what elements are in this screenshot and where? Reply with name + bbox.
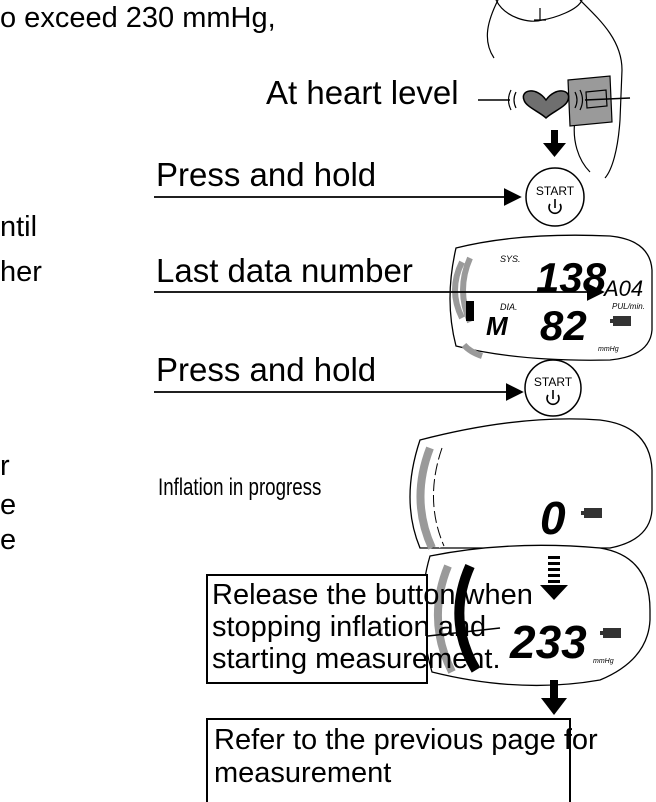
cuff-illustration [567, 75, 613, 127]
m-mark: M [486, 311, 509, 341]
inflation-label: Inflation in progress [158, 474, 322, 501]
power-icon-1 [548, 199, 562, 215]
cutoff-text-e2: e [0, 524, 17, 556]
release-callout-line-1: Release the button when [212, 579, 533, 611]
cutoff-text-until: ntil [0, 211, 38, 243]
press-hold-label-2: Press and hold [156, 351, 377, 388]
heart-icon [522, 90, 570, 120]
pul-label: PUL/min. [612, 302, 645, 311]
release-callout-line-2: stopping inflation and [212, 611, 487, 643]
start-button-2: START [524, 359, 582, 417]
power-icon-2 [546, 390, 560, 406]
release-pointer-line [427, 627, 501, 637]
sys-label: SYS. [500, 254, 521, 264]
inflation-down-arrow-icon [540, 556, 568, 600]
person-illustration [486, 0, 623, 186]
press-hold-label-1: Press and hold [156, 156, 377, 193]
cutoff-text-other: her [0, 256, 42, 288]
cutoff-text-r: r [0, 450, 10, 482]
inflation-display: 0 [409, 418, 653, 550]
down-arrow-icon-2 [541, 680, 567, 715]
inflation-value: 0 [540, 492, 566, 544]
cutoff-text-e1: e [0, 489, 17, 521]
memory-display: SYS. 138 A04 PUL/min. DIA. M 82 mmHg [449, 234, 653, 361]
dia-value: 82 [540, 302, 587, 349]
heart-level-label: At heart level [266, 74, 459, 111]
release-callout-line-3: starting measurement. [212, 643, 501, 675]
release-callout: Release the button when stopping inflati… [206, 574, 533, 684]
start-label-2: START [534, 375, 573, 389]
sys-value: 138 [536, 254, 607, 301]
refer-callout: Refer to the previous page for measureme… [206, 718, 598, 802]
start-button-1: START [525, 167, 585, 227]
release-value: 233 [509, 616, 587, 668]
down-arrow-icon-1 [543, 130, 566, 157]
dia-label: DIA. [500, 302, 518, 312]
battery-icon-3 [600, 628, 621, 638]
battery-icon-1 [610, 316, 631, 326]
refer-callout-line-1: Refer to the previous page for [214, 724, 598, 756]
release-display: 233 mmHg [421, 544, 651, 687]
cutoff-text-top: o exceed 230 mmHg, [0, 2, 276, 34]
memory-number: A04 [602, 276, 643, 301]
start-label-1: START [536, 184, 575, 198]
release-unit: mmHg [593, 658, 614, 665]
last-data-label: Last data number [156, 252, 413, 289]
memory-unit: mmHg [598, 346, 619, 353]
refer-callout-line-2: measurement [214, 757, 392, 789]
battery-icon-2 [581, 508, 602, 518]
